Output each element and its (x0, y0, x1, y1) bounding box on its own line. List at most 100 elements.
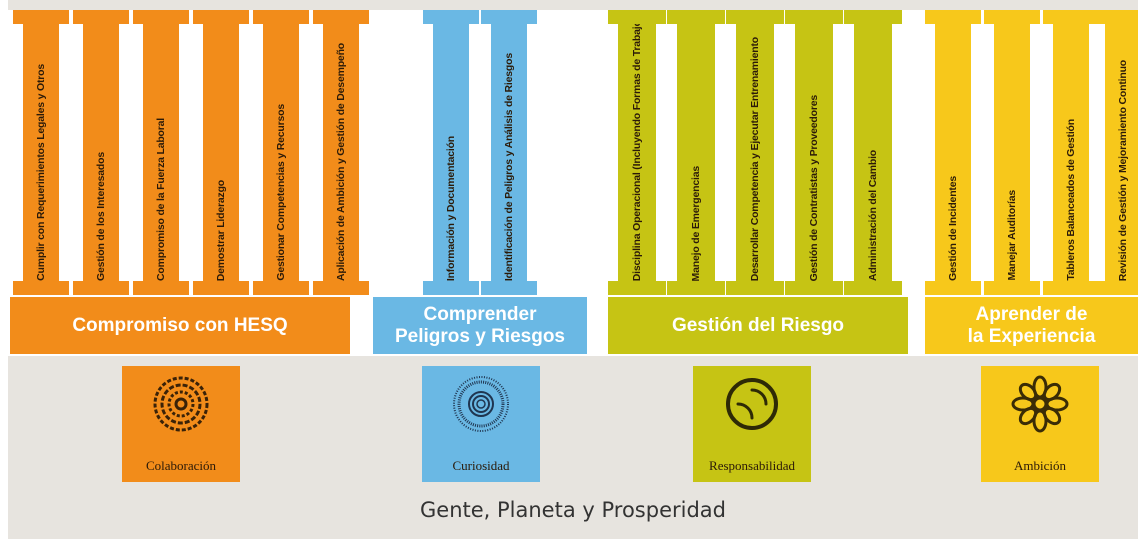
pillar-base (13, 281, 69, 295)
pillar-banner-text: Gestión del Riesgo (671, 314, 845, 336)
pillar-label: Gestión de Incidentes (946, 176, 959, 281)
pillar-base (844, 281, 902, 295)
pillar-banner-text: Compromiso con HESQ (72, 314, 288, 336)
pillar-label: Revisión de Gestión y Mejoramiento Conti… (1116, 59, 1129, 281)
pillar-peligros-1: Información y Documentación (423, 10, 479, 295)
pillar-banner-riesgo: Gestión del Riesgo (608, 297, 908, 354)
pillar-shaft: Revisión de Gestión y Mejoramiento Conti… (1105, 24, 1138, 281)
pillar-shaft: Gestión de Contratistas y Proveedores (795, 24, 833, 281)
pillar-base (984, 281, 1040, 295)
pillar-base (313, 281, 369, 295)
pillar-cap (133, 10, 189, 24)
pillar-cap (667, 10, 725, 24)
value-label-responsabilidad: Responsabilidad (709, 458, 795, 473)
pillar-banner-text: Comprender Peligros y Riesgos (394, 303, 565, 347)
pillar-base (1095, 281, 1138, 295)
value-label-colaboracion: Colaboración (145, 458, 217, 473)
responsibility-spiral-icon (726, 378, 778, 430)
pillar-label: Cumplir con Requerimientos Legales y Otr… (34, 64, 47, 281)
pillar-shaft: Manejo de Emergencias (677, 24, 715, 281)
pillar-label: Administración del Cambio (866, 150, 879, 281)
pillar-shaft: Disciplina Operacional (Incluyendo Forma… (618, 24, 656, 281)
pillar-banner-peligros: Comprender Peligros y Riesgos (373, 297, 587, 354)
pillar-banner-experiencia: Aprender de la Experiencia (925, 297, 1138, 354)
pillar-group-experiencia: Gestión de Incidentes Manejar Auditorías T… (925, 10, 1138, 354)
pillar-cap (313, 10, 369, 24)
curiosity-ring-icon (453, 376, 509, 432)
pillar-cap (608, 10, 666, 24)
pillar-group-peligros: Información y Documentación Identificació… (373, 10, 587, 354)
pillar-experiencia-1: Gestión de Incidentes (925, 10, 981, 295)
pillar-label: Manejar Auditorías (1005, 190, 1018, 281)
pillar-hesq-5: Gestionar Competencias y Recursos (253, 10, 309, 295)
ambition-flower-icon (1011, 375, 1069, 433)
pillar-shaft: Gestionar Competencias y Recursos (263, 24, 299, 281)
top-band (8, 0, 1138, 10)
value-tile-ambicion: Ambición (981, 366, 1099, 482)
pillar-cap (73, 10, 129, 24)
pillar-base (785, 281, 843, 295)
pillar-base (667, 281, 725, 295)
pillar-banner-hesq: Compromiso con HESQ (10, 297, 350, 354)
pillar-peligros-2: Identificación de Peligros y Análisis de… (481, 10, 537, 295)
pillar-base (133, 281, 189, 295)
pillar-cap (844, 10, 902, 24)
pillar-riesgo-5: Administración del Cambio (844, 10, 902, 295)
pillar-cap (193, 10, 249, 24)
pillar-base (726, 281, 784, 295)
pillar-group-riesgo: Disciplina Operacional (Incluyendo Forma… (608, 10, 908, 354)
pillar-base (481, 281, 537, 295)
pillar-shaft: Información y Documentación (433, 24, 469, 281)
pillar-cap (925, 10, 981, 24)
pillar-label: Desarrollar Competencia y Ejecutar Entre… (748, 36, 761, 281)
value-label-curiosidad: Curiosidad (452, 458, 510, 473)
pillar-base (193, 281, 249, 295)
value-tile-colaboracion: Colaboración (122, 366, 240, 482)
collaboration-swirl-icon (153, 376, 209, 432)
pillar-shaft: Aplicación de Ambición y Gestión de Dese… (323, 24, 359, 281)
pillar-label: Gestión de Contratistas y Proveedores (807, 94, 820, 281)
pillar-label: Compromiso de la Fuerza Laboral (154, 118, 167, 281)
pillar-shaft: Identificación de Peligros y Análisis de… (491, 24, 527, 281)
pillar-base (73, 281, 129, 295)
pillar-cap (726, 10, 784, 24)
pillar-hesq-4: Demostrar Liderazgo (193, 10, 249, 295)
pillar-cap (1095, 10, 1138, 24)
pillar-cap (984, 10, 1040, 24)
pillar-base (925, 281, 981, 295)
pillar-base (1043, 281, 1099, 295)
pillar-cap (13, 10, 69, 24)
pillar-base (253, 281, 309, 295)
pillar-label: Gestión de los Interesados (94, 151, 107, 281)
pillar-shaft: Gestión de los Interesados (83, 24, 119, 281)
pillar-label: Aplicación de Ambición y Gestión de Dese… (334, 43, 347, 281)
pillar-cap (785, 10, 843, 24)
pillar-experiencia-3: Tableros Balanceados de Gestión (1043, 10, 1099, 295)
pillar-cap (423, 10, 479, 24)
pillar-cap (1043, 10, 1099, 24)
pillar-banner-text: Aprender de la Experiencia (967, 303, 1096, 347)
pillar-shaft: Compromiso de la Fuerza Laboral (143, 24, 179, 281)
pillar-group-hesq: Cumplir con Requerimientos Legales y Otr… (10, 10, 369, 354)
pillar-label: Disciplina Operacional (Incluyendo Forma… (630, 24, 643, 281)
pillar-shaft: Tableros Balanceados de Gestión (1053, 24, 1089, 281)
pillar-label: Tableros Balanceados de Gestión (1064, 119, 1077, 281)
pillar-label: Demostrar Liderazgo (214, 179, 227, 281)
pillar-shaft: Demostrar Liderazgo (203, 24, 239, 281)
pillar-cap (253, 10, 309, 24)
pillar-label: Información y Documentación (444, 135, 457, 281)
pillar-riesgo-1: Disciplina Operacional (Incluyendo Forma… (608, 10, 666, 295)
pillar-hesq-2: Gestión de los Interesados (73, 10, 129, 295)
value-tile-curiosidad: Curiosidad (422, 366, 540, 482)
pillar-label: Identificación de Peligros y Análisis de… (502, 52, 515, 281)
pillar-label: Gestionar Competencias y Recursos (274, 104, 287, 281)
pillar-hesq-1: Cumplir con Requerimientos Legales y Otr… (13, 10, 69, 295)
pillar-riesgo-2: Manejo de Emergencias (667, 10, 725, 295)
pillar-shaft: Desarrollar Competencia y Ejecutar Entre… (736, 24, 774, 281)
pillar-shaft: Administración del Cambio (854, 24, 892, 281)
pillar-riesgo-3: Desarrollar Competencia y Ejecutar Entre… (726, 10, 784, 295)
pillar-shaft: Manejar Auditorías (994, 24, 1030, 281)
value-label-ambicion: Ambición (1014, 458, 1066, 473)
pillar-cap (481, 10, 537, 24)
